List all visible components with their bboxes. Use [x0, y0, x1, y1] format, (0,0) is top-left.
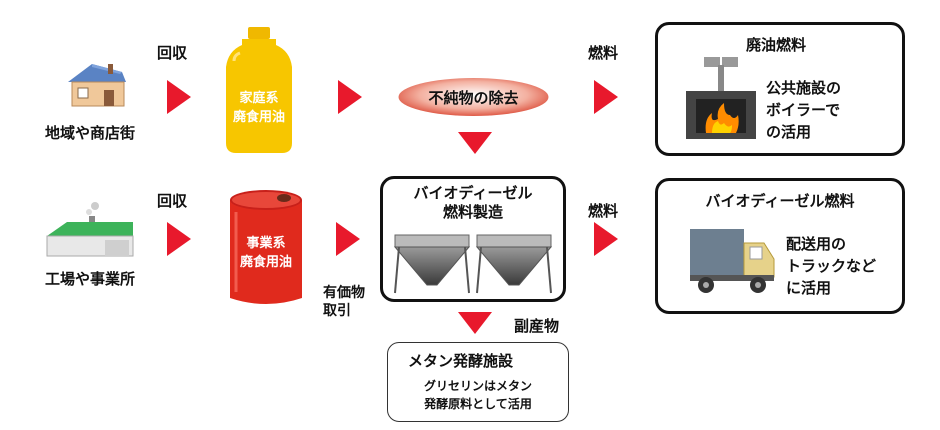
purification-label: 不純物の除去: [428, 89, 519, 107]
purify-down-arrow: [458, 132, 492, 154]
waste-oil-fuel-box: 廃油燃料 公共施設の ボイラーで の活用: [655, 22, 905, 156]
collect-arrow-bottom: [167, 222, 191, 256]
drum-to-production-arrow: [336, 222, 360, 256]
house-icon: [62, 60, 132, 114]
valuable-line1: 有価物: [323, 285, 365, 301]
business-oil-line2: 廃食用油: [239, 255, 292, 270]
to-waste-oil-fuel-arrow: [594, 80, 618, 114]
waste-oil-fuel-line2: ボイラーで: [766, 101, 841, 119]
methane-title: メタン発酵施設: [408, 352, 514, 370]
waste-oil-fuel-line3: の活用: [766, 123, 812, 141]
production-line1: バイオディーゼル: [413, 184, 533, 202]
industry-collect-label: 回収: [157, 192, 188, 210]
waste-oil-fuel-line1: 公共施設の: [766, 79, 842, 97]
household-collect-label: 回収: [157, 44, 188, 62]
business-oil-drum: 事業系 廃食用油: [226, 188, 306, 310]
biodiesel-production-box: バイオディーゼル 燃料製造: [380, 176, 566, 302]
waste-oil-fuel-title: 廃油燃料: [746, 36, 807, 54]
fuel-label-bottom: 燃料: [588, 202, 619, 220]
biodiesel-fuel-title: バイオディーゼル燃料: [705, 192, 855, 210]
to-biodiesel-fuel-arrow: [594, 222, 618, 256]
boiler-icon: [682, 51, 762, 145]
collect-arrow-top: [167, 80, 191, 114]
fuel-label-top: 燃料: [588, 44, 619, 62]
household-source-label: 地域や商店街: [45, 124, 136, 142]
biodiesel-fuel-line2: トラックなど: [786, 257, 877, 275]
factory-icon: [45, 200, 135, 264]
industry-source-label: 工場や事業所: [45, 270, 136, 288]
purification-pill: 不純物の除去: [397, 77, 550, 117]
bottle-to-purify-arrow: [338, 80, 362, 114]
reactor-tanks-icon: [389, 231, 559, 301]
business-oil-line1: 事業系: [246, 236, 286, 251]
biodiesel-fuel-line1: 配送用の: [786, 235, 847, 253]
production-line2: 燃料製造: [442, 203, 503, 221]
byproduct-label: 副産物: [514, 317, 560, 335]
biodiesel-fuel-box: バイオディーゼル燃料 配送用の トラックなど に活用: [655, 178, 905, 314]
household-oil-line1: 家庭系: [239, 91, 279, 106]
biodiesel-fuel-line3: に活用: [786, 279, 832, 297]
household-oil-line2: 廃食用油: [232, 110, 285, 125]
methane-facility-box: メタン発酵施設 グリセリンはメタン 発酵原料として活用: [387, 342, 569, 422]
byproduct-down-arrow: [458, 312, 492, 334]
methane-line1: グリセリンはメタン: [423, 379, 532, 393]
methane-line2: 発酵原料として活用: [424, 397, 532, 411]
truck-icon: [688, 225, 778, 299]
valuable-line2: 取引: [323, 303, 351, 319]
household-oil-bottle: 家庭系 廃食用油: [220, 25, 298, 155]
